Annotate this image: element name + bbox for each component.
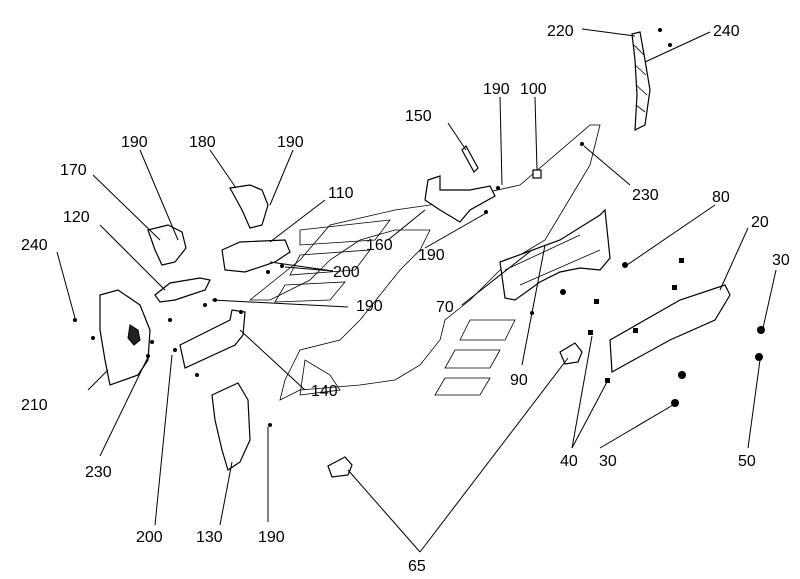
floor-frame-outline — [248, 124, 601, 401]
part-80-trim-panel — [499, 208, 611, 301]
part-100-clip — [532, 169, 542, 179]
callout-200-mid: 200 — [333, 264, 360, 281]
callout-120: 120 — [63, 209, 90, 226]
callout-40: 40 — [560, 453, 578, 470]
callout-80: 80 — [712, 189, 730, 206]
callout-240-top: 240 — [713, 23, 740, 40]
callout-190-mid-upper: 190 — [277, 134, 304, 151]
callout-150: 150 — [405, 108, 432, 125]
callout-220: 220 — [547, 23, 574, 40]
callout-30-bottom: 30 — [599, 453, 617, 470]
callout-200-bottom: 200 — [136, 529, 163, 546]
callout-190-mid: 190 — [356, 298, 383, 315]
part-20-lower-trim-panel — [609, 284, 731, 373]
callout-30-top: 30 — [772, 252, 790, 269]
part-65-clip-left — [327, 456, 353, 478]
part-65-clip-right — [559, 342, 583, 365]
part-110-frame — [221, 239, 291, 273]
callout-180: 180 — [189, 134, 216, 151]
part-160-bracket — [424, 175, 496, 223]
callout-65: 65 — [408, 558, 426, 575]
callout-110: 110 — [328, 185, 354, 202]
callout-130: 130 — [196, 529, 223, 546]
leader-lines — [56, 28, 777, 553]
callout-230-left: 230 — [85, 464, 112, 481]
callout-230-right: 230 — [632, 187, 659, 204]
callout-labels: 220 240 190 100 150 230 190 180 190 170 … — [21, 23, 790, 575]
callout-70: 70 — [436, 299, 454, 316]
part-210-side-panel — [99, 289, 151, 386]
part-140-panel — [179, 309, 246, 369]
part-220-240-upper-bracket — [631, 31, 651, 131]
callout-190-center: 190 — [418, 247, 445, 264]
callout-20: 20 — [751, 214, 769, 231]
callout-240-left: 240 — [21, 237, 48, 254]
part-130-duct — [211, 382, 251, 471]
callout-170: 170 — [60, 162, 87, 179]
callout-140: 140 — [311, 383, 338, 400]
callout-50: 50 — [738, 453, 756, 470]
callout-190-top: 190 — [483, 81, 510, 98]
part-150-bolt — [461, 145, 479, 173]
callout-190-bottom: 190 — [258, 529, 285, 546]
fasteners — [73, 28, 765, 427]
part-180-upper-duct — [229, 184, 269, 229]
callout-160: 160 — [366, 237, 393, 254]
callout-190-left-upper: 190 — [121, 134, 148, 151]
callout-210: 210 — [21, 397, 48, 414]
part-120-bracket — [154, 277, 211, 303]
callout-100: 100 — [520, 81, 547, 98]
part-170-duct — [147, 224, 187, 266]
callout-90: 90 — [510, 372, 528, 389]
